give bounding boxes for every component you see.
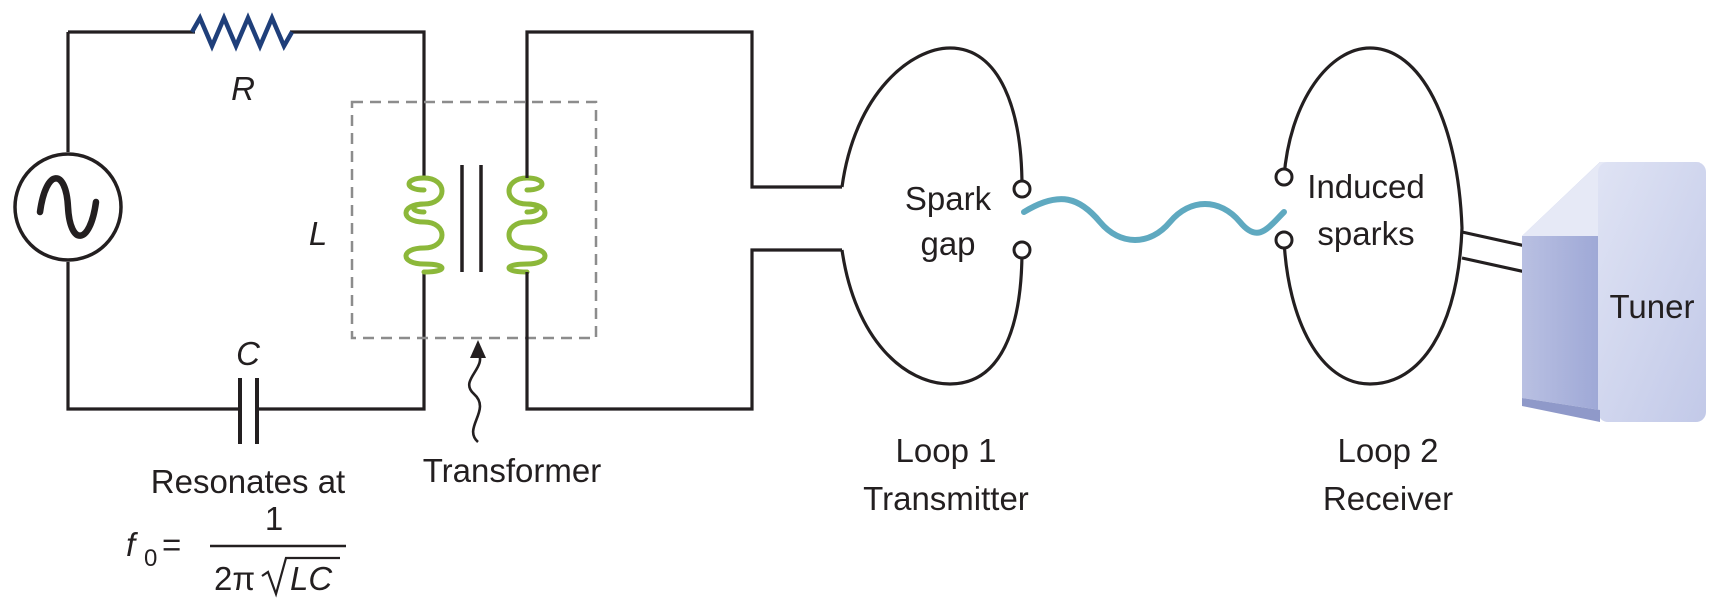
sine-wave-source-icon — [13, 152, 123, 262]
tuner-label: Tuner — [1610, 288, 1695, 325]
wavy-arrow-icon — [467, 340, 486, 443]
formula-radicand: LC — [290, 560, 333, 597]
capacitor-label: C — [236, 335, 261, 372]
wire-left-bottom — [66, 262, 240, 411]
electromagnetic-wave — [1021, 196, 1287, 243]
resonance-formula: Resonates at f 0 = 1 2π LC — [126, 463, 346, 598]
formula-radical-sign — [261, 556, 340, 598]
induced-sparks-label-line2: sparks — [1317, 215, 1414, 252]
spark-gap-terminal-bottom — [1012, 240, 1032, 260]
tuner-lead-bottom — [1461, 256, 1531, 275]
transformer-label: Transformer — [423, 452, 601, 489]
loop-2-receiver: Induced sparks Loop 2 Receiver — [1274, 46, 1464, 517]
induced-spark-terminal-top — [1274, 167, 1294, 187]
wire-secondary-top — [525, 30, 842, 189]
secondary-coil-back — [524, 175, 545, 215]
loop-1-transmitter: Spark gap Loop 1 Transmitter — [840, 46, 1032, 517]
wire-secondary-bottom — [525, 248, 842, 411]
formula-equals: = — [162, 526, 181, 563]
inductor-label: L — [309, 215, 327, 252]
transformer: Transformer — [350, 100, 601, 489]
loop-2-label-line1: Loop 2 — [1338, 432, 1439, 469]
lc-circuit: R L C — [13, 12, 426, 444]
loop-2-outline — [1282, 46, 1464, 386]
formula-frequency-subscript: 0 — [144, 545, 157, 572]
resistor-symbol — [190, 12, 294, 52]
loop-2-label-line2: Receiver — [1323, 480, 1453, 517]
tuner-lead-top — [1461, 230, 1531, 249]
primary-coil-back — [406, 175, 427, 215]
induced-spark-terminal-bottom — [1274, 230, 1294, 250]
wire-right-bottom — [257, 272, 426, 411]
loop-1-label-line2: Transmitter — [863, 480, 1029, 517]
loop-1-outline — [840, 46, 1024, 386]
secondary-coil — [506, 175, 548, 275]
secondary-circuit — [525, 30, 842, 411]
formula-frequency-symbol: f — [126, 526, 139, 563]
tuner-box-bottom-shade — [1522, 398, 1600, 422]
tuner-box-front-face — [1598, 162, 1706, 422]
spark-gap-label-line2: gap — [920, 225, 975, 262]
spark-gap-terminal-top — [1012, 179, 1032, 199]
loop-1-label-line1: Loop 1 — [896, 432, 997, 469]
primary-coil — [403, 175, 445, 275]
capacitor-symbol — [238, 378, 259, 444]
transformer-dashed-box — [350, 100, 598, 340]
induced-sparks-label-line1: Induced — [1307, 168, 1424, 205]
formula-numerator: 1 — [265, 500, 283, 537]
formula-denominator-prefix: 2π — [214, 560, 255, 597]
wire-top-right — [290, 30, 426, 178]
resonates-at-label: Resonates at — [151, 463, 345, 500]
resistor-label: R — [231, 70, 255, 107]
spark-gap-label-line1: Spark — [905, 180, 992, 217]
tuner: Tuner — [1461, 162, 1706, 422]
